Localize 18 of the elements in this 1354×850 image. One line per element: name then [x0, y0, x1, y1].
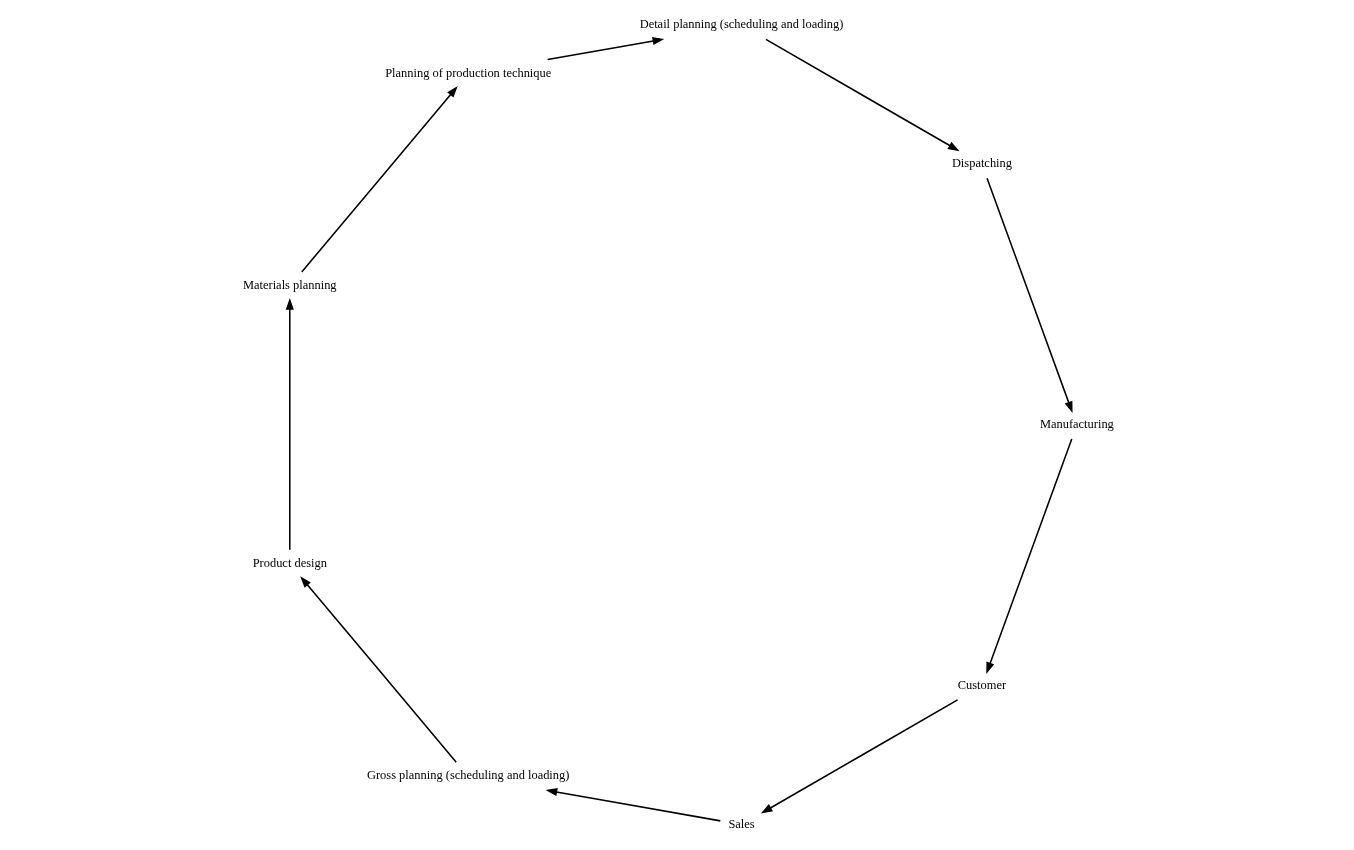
arrow: [285, 297, 294, 551]
arrow: [985, 177, 1073, 414]
node-text: Dispatching: [951, 156, 1012, 171]
node-text: Gross planning (scheduling and loading): [366, 768, 569, 783]
node-text: Product design: [252, 555, 327, 570]
node-text: Manufacturing: [1039, 416, 1114, 431]
arrow: [760, 699, 958, 814]
node-text: Planning of production technique: [384, 65, 551, 80]
arrow: [764, 38, 960, 152]
arrow: [985, 438, 1073, 674]
arrow: [299, 576, 457, 763]
node-text: Customer: [957, 677, 1006, 692]
arrow: [545, 788, 721, 822]
node-text: Sales: [727, 816, 755, 831]
node-text: Materials planning: [242, 278, 337, 293]
arrow: [546, 37, 664, 61]
arrow: [300, 86, 458, 273]
node-text: Detail planning (scheduling and loading): [639, 17, 843, 32]
